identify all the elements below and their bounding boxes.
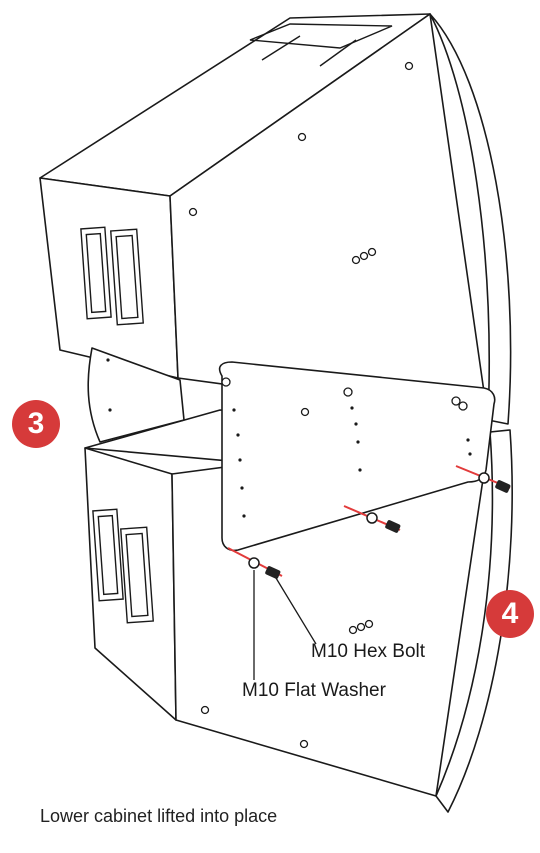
lower-cabinet-grille [435, 429, 513, 813]
fastener-set-left [227, 547, 283, 579]
fastener-set-right [455, 465, 511, 493]
handle-upper-right [110, 228, 144, 326]
fastener-set-middle [343, 505, 401, 533]
step-badge-3: 3 [12, 400, 60, 448]
upper-cabinet-grille [429, 13, 512, 425]
rigging-link-back [87, 347, 185, 443]
flat-washer-label: M10 Flat Washer [242, 680, 386, 701]
handle-lower-right [120, 526, 154, 624]
figure-caption: Lower cabinet lifted into place [40, 806, 278, 826]
hex-bolt-label: M10 Hex Bolt [311, 641, 426, 662]
handle-lower-left [92, 508, 124, 602]
leader-bolt [275, 577, 317, 645]
step-badge-4: 4 [486, 590, 534, 638]
handle-upper-left [80, 226, 112, 320]
